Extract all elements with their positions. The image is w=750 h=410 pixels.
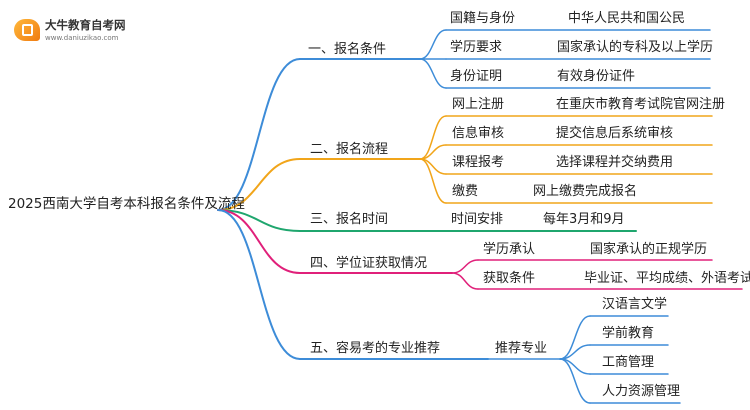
leaf-value: 国家承认的正规学历 [590,242,708,257]
connector-line [217,209,301,274]
connector-line [419,115,447,160]
connector-line [451,272,479,290]
connector-line [419,158,447,204]
leaf-value: 选择课程并交纳费用 [556,155,674,170]
branch-label: 一、报名条件 [308,42,387,57]
sub-label: 获取条件 [483,271,536,286]
sub-label: 信息审核 [452,126,505,141]
leaf-value: 中华人民共和国公民 [568,11,686,26]
sub-label: 课程报考 [452,155,505,170]
sub-label: 学历承认 [483,242,536,257]
connector-line [217,158,301,211]
sub-label: 网上注册 [452,97,505,112]
branch-label: 四、学位证获取情况 [310,256,428,271]
connector-line [217,209,301,360]
site-logo[interactable]: 大牛教育自考网 www.daniuzikao.com [14,16,132,46]
branch-label: 五、容易考的专业推荐 [310,341,441,356]
book-icon [14,19,40,41]
connector-line [559,358,591,404]
leaf-value: 国家承认的专科及以上学历 [557,40,714,55]
leaf-value: 提交信息后系统审核 [556,126,674,141]
branch-label: 三、报名时间 [310,212,389,227]
connector-line [559,315,591,360]
sub-label: 时间安排 [451,212,504,227]
connector-line [419,29,447,60]
leaf-item: 学前教育 [602,326,655,341]
leaf-value: 在重庆市教育考试院官网注册 [556,97,726,112]
leaf-value: 网上缴费完成报名 [533,184,638,199]
connector-line [451,259,479,274]
root-topic: 2025西南大学自考本科报名条件及流程 [8,196,245,212]
connector-line [217,209,301,232]
connector-line [217,58,301,211]
logo-url: www.daniuzikao.com [45,34,119,42]
leaf-value: 有效身份证件 [557,69,636,84]
sub-label: 国籍与身份 [450,11,516,26]
leaf-value: 每年3月和9月 [543,212,625,227]
sub-label: 缴费 [452,184,479,199]
logo-name: 大牛教育自考网 [45,18,126,32]
connector-line [419,58,447,89]
branch-label: 二、报名流程 [310,142,389,157]
leaf-item: 人力资源管理 [602,384,681,399]
leaf-item: 工商管理 [602,355,655,370]
sub-label: 身份证明 [450,69,503,84]
leaf-value: 毕业证、平均成绩、外语考试 [584,271,750,286]
sub-label: 学历要求 [450,40,503,55]
sub-label: 推荐专业 [495,341,548,356]
leaf-item: 汉语言文学 [602,297,668,312]
